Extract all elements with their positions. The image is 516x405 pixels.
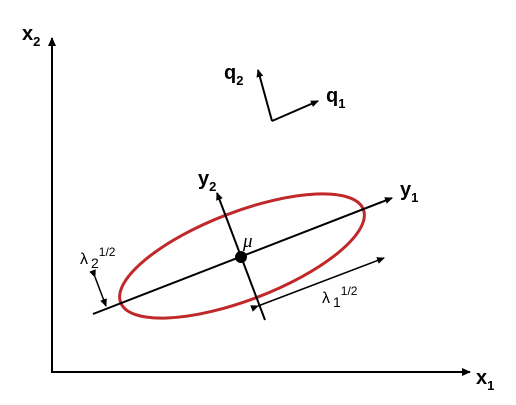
q2-sub: 2 <box>236 73 243 88</box>
y2-sub: 2 <box>209 179 216 194</box>
mean-label: μ <box>242 231 253 252</box>
q2-label: q2 <box>224 62 243 88</box>
q2-vector <box>256 69 273 122</box>
lambda1-sup: 1/2 <box>341 284 358 298</box>
x2-sub: 2 <box>33 34 40 49</box>
lambda1-arrow <box>250 257 385 312</box>
y1-base: y <box>400 179 412 201</box>
q1-base: q <box>326 85 338 107</box>
y1-label: y1 <box>400 179 418 205</box>
y1-sub: 1 <box>411 190 418 205</box>
q1-sub: 1 <box>338 96 345 111</box>
x2-base: x <box>22 23 33 45</box>
lambda2-sup: 1/2 <box>99 245 116 259</box>
mean-point <box>235 251 247 263</box>
x2-axis-label: x2 <box>22 23 40 49</box>
lambda2-sub: 2 <box>91 255 99 271</box>
q1-vector <box>271 100 319 122</box>
lambda2-arrow <box>89 269 107 307</box>
y2-label: y2 <box>198 168 216 194</box>
x1-sub: 1 <box>487 378 494 393</box>
x1-axis-label: x1 <box>476 367 494 393</box>
lambda1-sub: 1 <box>333 294 341 310</box>
lambda1-base: λ <box>322 290 330 307</box>
q2-base: q <box>224 62 236 84</box>
lambda2-base: λ <box>80 251 88 268</box>
x1-base: x <box>476 367 487 389</box>
y2-base: y <box>198 168 210 190</box>
q1-label: q1 <box>326 85 345 111</box>
